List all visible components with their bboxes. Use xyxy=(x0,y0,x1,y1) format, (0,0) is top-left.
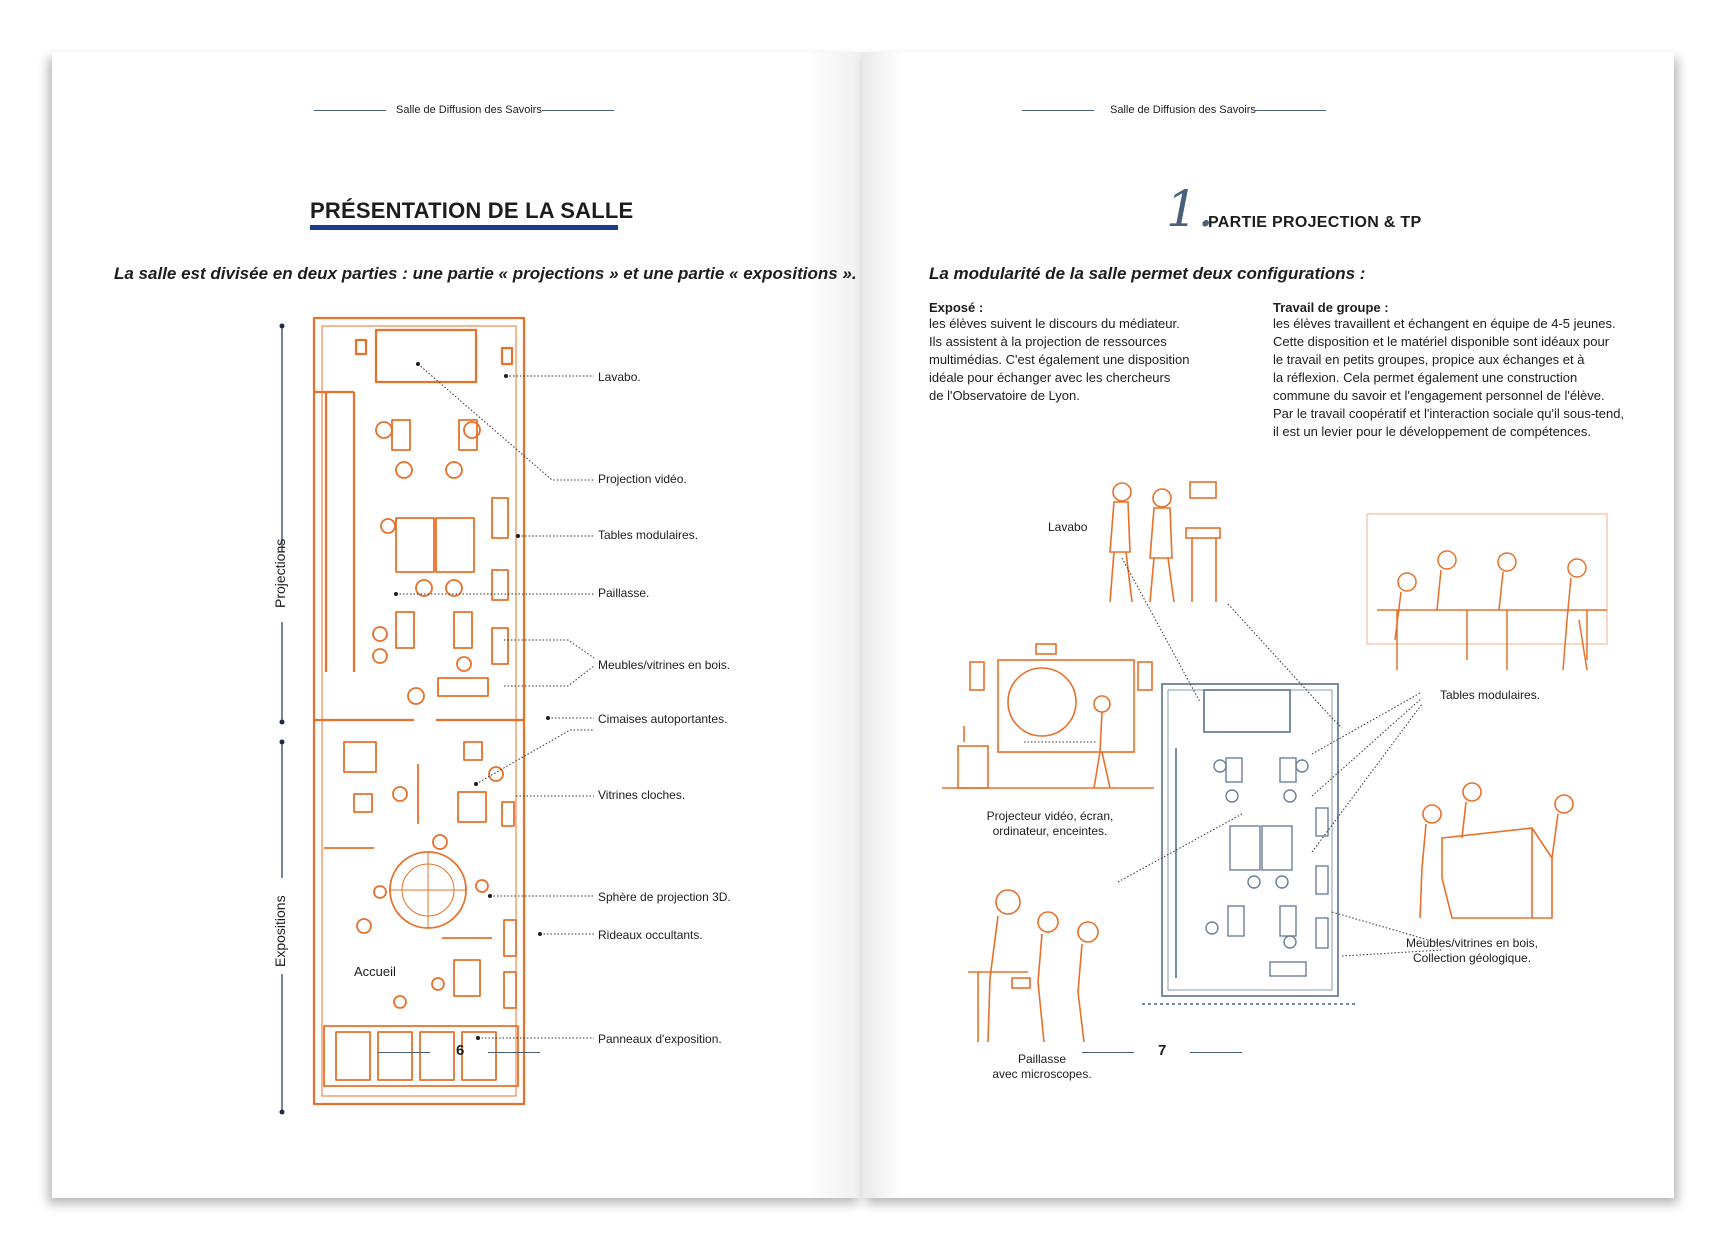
floor-plan xyxy=(312,316,526,1106)
section-label-projections: Projections xyxy=(272,538,288,608)
plan-label-accueil: Accueil xyxy=(354,964,396,979)
header-rule-right xyxy=(542,110,614,111)
callout-rideaux: Rideaux occultants. xyxy=(598,928,703,942)
leader-lines xyxy=(396,363,595,1039)
bracket-gap xyxy=(270,552,292,622)
caption-projector-line-1: Projecteur vidéo, écran, xyxy=(986,809,1114,823)
column-travail: Travail de groupe : les élèves travaille… xyxy=(1273,300,1633,441)
right-page: Salle de Diffusion des Savoirs 1. PARTIE… xyxy=(862,52,1674,1198)
footer-rule-right xyxy=(488,1052,540,1053)
caption-furniture-line-1: Meubles/vitrines en bois, xyxy=(1405,936,1539,950)
running-header: Salle de Diffusion des Savoirs xyxy=(1110,104,1256,116)
bracket-gap xyxy=(270,878,292,974)
callout-lavabo: Lavabo. xyxy=(598,370,641,384)
paragraph-line: les élèves suivent le discours du médiat… xyxy=(929,316,1180,331)
caption-paillasse-line-2: avec microscopes. xyxy=(992,1067,1092,1081)
paragraph-line: le travail en petits groupes, propice au… xyxy=(1273,352,1585,367)
callout-tables: Tables modulaires. xyxy=(598,528,699,542)
illustration-projector xyxy=(942,643,1154,789)
caption-lavabo: Lavabo xyxy=(1048,520,1088,534)
paragraph-line: Ils assistent à la projection de ressour… xyxy=(929,334,1167,349)
caption-furniture-line-2: Collection géologique. xyxy=(1412,951,1532,965)
header-rule-right xyxy=(1254,110,1326,111)
column-heading: Travail de groupe : xyxy=(1273,300,1389,315)
left-page: Salle de Diffusion des Savoirs PRÉSENTAT… xyxy=(52,52,862,1198)
caption-tables: Tables modulaires. xyxy=(1440,688,1541,702)
title-underline xyxy=(310,225,618,230)
column-heading: Exposé : xyxy=(929,300,984,315)
page-number: 6 xyxy=(456,1042,465,1059)
section-label-expositions: Expositions xyxy=(272,895,288,967)
paragraph-line: il est un levier pour le développement d… xyxy=(1273,424,1591,439)
callout-panneaux: Panneaux d'exposition. xyxy=(598,1032,722,1046)
section-brackets xyxy=(279,323,285,1115)
paragraph-line: Cette disposition et le matériel disponi… xyxy=(1273,334,1610,349)
paragraph-line: la réflexion. Cela permet également une … xyxy=(1273,370,1578,385)
leader-dots xyxy=(394,362,550,1040)
caption-projector: Projecteur vidéo, écran, ordinateur, enc… xyxy=(960,809,1140,839)
paragraph-line: de l'Observatoire de Lyon. xyxy=(929,388,1080,403)
page-title: PARTIE PROJECTION & TP xyxy=(1208,214,1422,231)
footer-rule-left xyxy=(1082,1052,1134,1053)
paragraph-line: Par le travail coopératif et l'interacti… xyxy=(1273,406,1625,421)
section-number: 1. xyxy=(1166,180,1214,238)
caption-paillasse-line-1: Paillasse xyxy=(1017,1052,1067,1066)
paragraph-line: multimédias. C'est également une disposi… xyxy=(929,352,1190,367)
illustration-paillasse xyxy=(968,889,1099,1043)
paragraph-line: idéale pour échanger avec les chercheurs xyxy=(929,370,1171,385)
running-header: Salle de Diffusion des Savoirs xyxy=(396,104,542,116)
callout-meubles: Meubles/vitrines en bois. xyxy=(598,658,731,672)
page-number: 7 xyxy=(1158,1042,1167,1059)
caption-projector-line-2: ordinateur, enceintes. xyxy=(992,824,1108,838)
header-rule-left xyxy=(314,110,386,111)
caption-paillasse: Paillasse avec microscopes. xyxy=(982,1052,1102,1082)
lead-text: La modularité de la salle permet deux co… xyxy=(929,264,1366,283)
illustration-furniture xyxy=(1419,782,1574,919)
illustration-lavabo xyxy=(1109,481,1221,603)
paragraph-line: commune du savoir et l'engagement person… xyxy=(1273,388,1605,403)
paragraph-line: les élèves travaillent et échangent en é… xyxy=(1273,316,1616,331)
callout-cimaises: Cimaises autoportantes. xyxy=(598,712,728,726)
callout-vitrines: Vitrines cloches. xyxy=(598,788,686,802)
footer-rule-right xyxy=(1190,1052,1242,1053)
caption-furniture: Meubles/vitrines en bois, Collection géo… xyxy=(1372,936,1572,966)
lead-text: La salle est divisée en deux parties : u… xyxy=(114,264,857,283)
illustration-group-work xyxy=(1366,513,1608,671)
page-title: PRÉSENTATION DE LA SALLE xyxy=(310,198,634,223)
column-expose: Exposé : les élèves suivent le discours … xyxy=(929,300,1219,405)
callout-sphere: Sphère de projection 3D. xyxy=(598,890,731,904)
small-floor-plan xyxy=(1142,683,1358,1005)
callout-paillasse: Paillasse. xyxy=(598,586,650,600)
right-leader-lines xyxy=(1024,557,1443,957)
footer-rule-left xyxy=(378,1052,430,1053)
callout-projection: Projection vidéo. xyxy=(598,472,687,486)
header-rule-left xyxy=(1022,110,1094,111)
